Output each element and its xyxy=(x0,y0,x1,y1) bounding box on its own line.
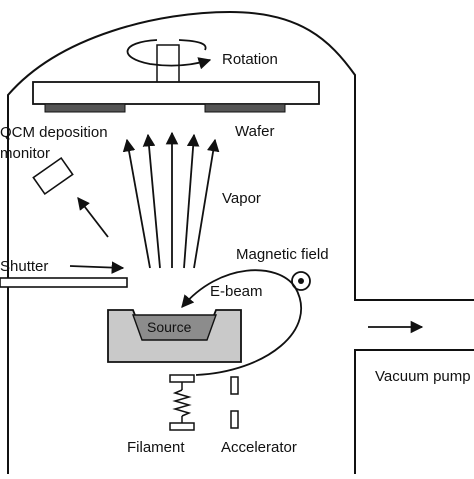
qcm-label-line1: QCM deposition xyxy=(0,124,108,141)
source-material xyxy=(132,314,217,341)
source-label: Source xyxy=(147,319,192,335)
filament-label: Filament xyxy=(127,439,185,456)
accelerator-label: Accelerator xyxy=(221,439,297,456)
substrate-holder xyxy=(32,81,320,105)
filament-coil xyxy=(172,389,192,417)
vapor-label: Vapor xyxy=(222,190,261,207)
wafer-left xyxy=(44,103,126,113)
vapor-arrow-4 xyxy=(183,133,200,269)
rotation-shaft xyxy=(156,44,180,84)
vapor-arrow-2 xyxy=(142,133,161,269)
shutter-arrow xyxy=(69,261,125,274)
e-beam-path xyxy=(181,269,302,376)
qcm-arrow xyxy=(77,197,109,238)
vapor-arrow-5 xyxy=(193,138,220,269)
rotation-arrow-top xyxy=(178,39,207,51)
accelerator-plate-bottom xyxy=(230,410,239,429)
rotation-label: Rotation xyxy=(222,51,278,68)
wafer-label: Wafer xyxy=(235,123,274,140)
vapor-arrow-1 xyxy=(122,138,151,269)
qcm-monitor xyxy=(32,156,74,196)
rotation-arrow xyxy=(126,39,212,70)
filament-bottom-cap xyxy=(169,422,195,431)
qcm-label-line2: monitor xyxy=(0,145,50,162)
shutter-plate xyxy=(0,277,128,288)
filament-top-cap xyxy=(169,374,195,383)
vacuum-chamber-outline xyxy=(7,10,474,474)
magnetic-field-label: Magnetic field xyxy=(236,246,329,263)
vacuum-pump-label: Vacuum pump xyxy=(375,368,471,385)
shutter-label: Shutter xyxy=(0,258,48,275)
wafer-right xyxy=(204,103,286,113)
accelerator-plate-top xyxy=(230,376,239,395)
magnetic-field-dot xyxy=(298,278,304,284)
e-beam-label: E-beam xyxy=(210,283,263,300)
